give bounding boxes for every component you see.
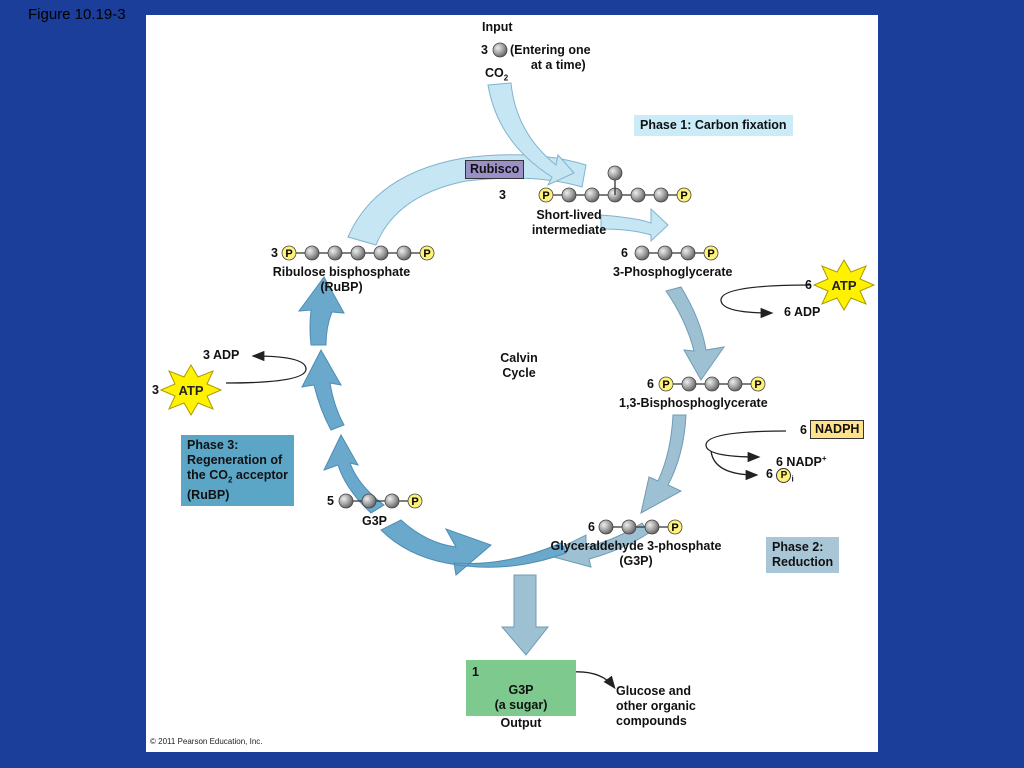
phase3-box: Phase 3: Regeneration of the CO2 accepto… xyxy=(181,435,295,506)
phosphate-group xyxy=(750,376,766,392)
copyright-notice: © 2011 Pearson Education, Inc. xyxy=(150,737,263,746)
carbon-atom xyxy=(373,245,389,261)
regeneration-arc-bottom xyxy=(380,519,567,576)
carbon-atom xyxy=(634,245,650,261)
atp-right-count: 6 xyxy=(805,278,812,292)
fixation-arrow xyxy=(600,207,669,243)
atp-to-adp-curve-right xyxy=(720,284,812,319)
reduction-arrow-2 xyxy=(640,414,687,514)
rubp-count: 3 xyxy=(271,246,278,260)
rubp-label: Ribulose bisphosphate(RuBP) xyxy=(272,265,411,294)
carbon-atom xyxy=(657,245,673,261)
carbon-atom xyxy=(384,493,400,509)
phosphate-group xyxy=(667,519,683,535)
pga-count: 6 xyxy=(621,246,628,260)
nadph-curve xyxy=(705,430,787,463)
regeneration-arrow-2 xyxy=(301,348,345,431)
input-note-line1: (Entering one xyxy=(510,43,591,57)
carbon-atom xyxy=(653,187,669,203)
input-count: 3 xyxy=(481,43,488,57)
carbon-atom xyxy=(644,519,660,535)
atp-label-left: ATP xyxy=(178,383,203,398)
phosphate-symbol: P xyxy=(754,379,761,391)
carbon-atom xyxy=(727,376,743,392)
g3p-recycle-label: G3P xyxy=(362,514,388,528)
phosphate-group xyxy=(407,493,423,509)
nadp-label: 6 NADP+ xyxy=(776,454,827,470)
phosphate-symbol: P xyxy=(542,190,549,202)
carbon-atom xyxy=(598,519,614,535)
carbon-atom xyxy=(350,245,366,261)
carbon-atom xyxy=(681,376,697,392)
g3p-main-count: 6 xyxy=(588,520,595,534)
nadph-box: NADPH xyxy=(810,420,865,439)
pi-curve xyxy=(710,450,759,481)
nadph-count: 6 xyxy=(800,423,807,437)
phosphate-symbol: P xyxy=(411,496,418,508)
carbon-atom xyxy=(338,493,354,509)
output-label: G3P(a sugar) xyxy=(494,683,548,712)
adp-left-label: 3 ADP xyxy=(203,348,240,362)
atp-burst-left: ATP xyxy=(159,364,223,416)
phase2-box: Phase 2:Reduction xyxy=(766,537,840,573)
reduction-arrow-1 xyxy=(665,286,726,381)
intermediate-count: 3 xyxy=(499,188,506,202)
bpg-label: 1,3-Bisphosphoglycerate xyxy=(619,396,768,410)
atp-left-count: 3 xyxy=(152,383,159,397)
input-arrow xyxy=(487,82,575,187)
phosphate-group xyxy=(658,376,674,392)
phosphate-symbol: P xyxy=(285,248,292,260)
carbon-atom xyxy=(630,187,646,203)
rubisco-enzyme-label: Rubisco xyxy=(465,160,525,179)
atp-burst-right: ATP xyxy=(812,259,876,311)
output-box xyxy=(466,660,576,716)
pga-label: 3-Phosphoglycerate xyxy=(613,265,733,279)
phosphate-symbol: P xyxy=(707,248,714,260)
co2-label: CO2 xyxy=(485,66,509,83)
figure-label: Figure 10.19-3 xyxy=(28,6,126,23)
glucose-curve xyxy=(570,671,616,690)
phosphate-group xyxy=(281,245,297,261)
phosphate-symbol: P xyxy=(662,379,669,391)
input-title: Input xyxy=(482,20,513,34)
phosphate-group xyxy=(419,245,435,261)
carbon-atom xyxy=(396,245,412,261)
carbon-branch xyxy=(607,165,623,181)
phosphate-symbol: P xyxy=(680,190,687,202)
phosphate-symbol: P xyxy=(671,522,678,534)
carbon-atom xyxy=(561,187,577,203)
carbon-atom xyxy=(584,187,600,203)
phase1-arc xyxy=(347,154,587,246)
atp-to-adp-curve-left xyxy=(225,350,307,384)
output-arrow xyxy=(500,574,550,656)
phosphate-symbol: P xyxy=(423,248,430,260)
adp-right-label: 6 ADP xyxy=(784,305,821,319)
reduction-arrow-3 xyxy=(544,522,650,568)
input-note-line2: at a time) xyxy=(530,58,586,72)
output-count: 1 xyxy=(472,665,479,679)
phosphate-group xyxy=(703,245,719,261)
bpg-count: 6 xyxy=(647,377,654,391)
carbon-atom xyxy=(361,493,377,509)
g3p-main-label: Glyceraldehyde 3-phosphate(G3P) xyxy=(550,539,722,568)
carbon-atom xyxy=(704,376,720,392)
output-title: Output xyxy=(500,716,542,730)
phosphate-group xyxy=(538,187,554,203)
input-note: (Entering one at a time) xyxy=(510,43,591,73)
regeneration-arrow-3 xyxy=(297,276,345,346)
carbon-atom xyxy=(327,245,343,261)
carbon-atom xyxy=(304,245,320,261)
atp-label-right: ATP xyxy=(831,278,856,293)
carbon-atom xyxy=(621,519,637,535)
phase1-box: Phase 1: Carbon fixation xyxy=(634,115,793,136)
co2-molecule xyxy=(492,42,508,58)
g3p-recycle-count: 5 xyxy=(327,494,334,508)
carbon-atom xyxy=(680,245,696,261)
phosphate-group xyxy=(676,187,692,203)
